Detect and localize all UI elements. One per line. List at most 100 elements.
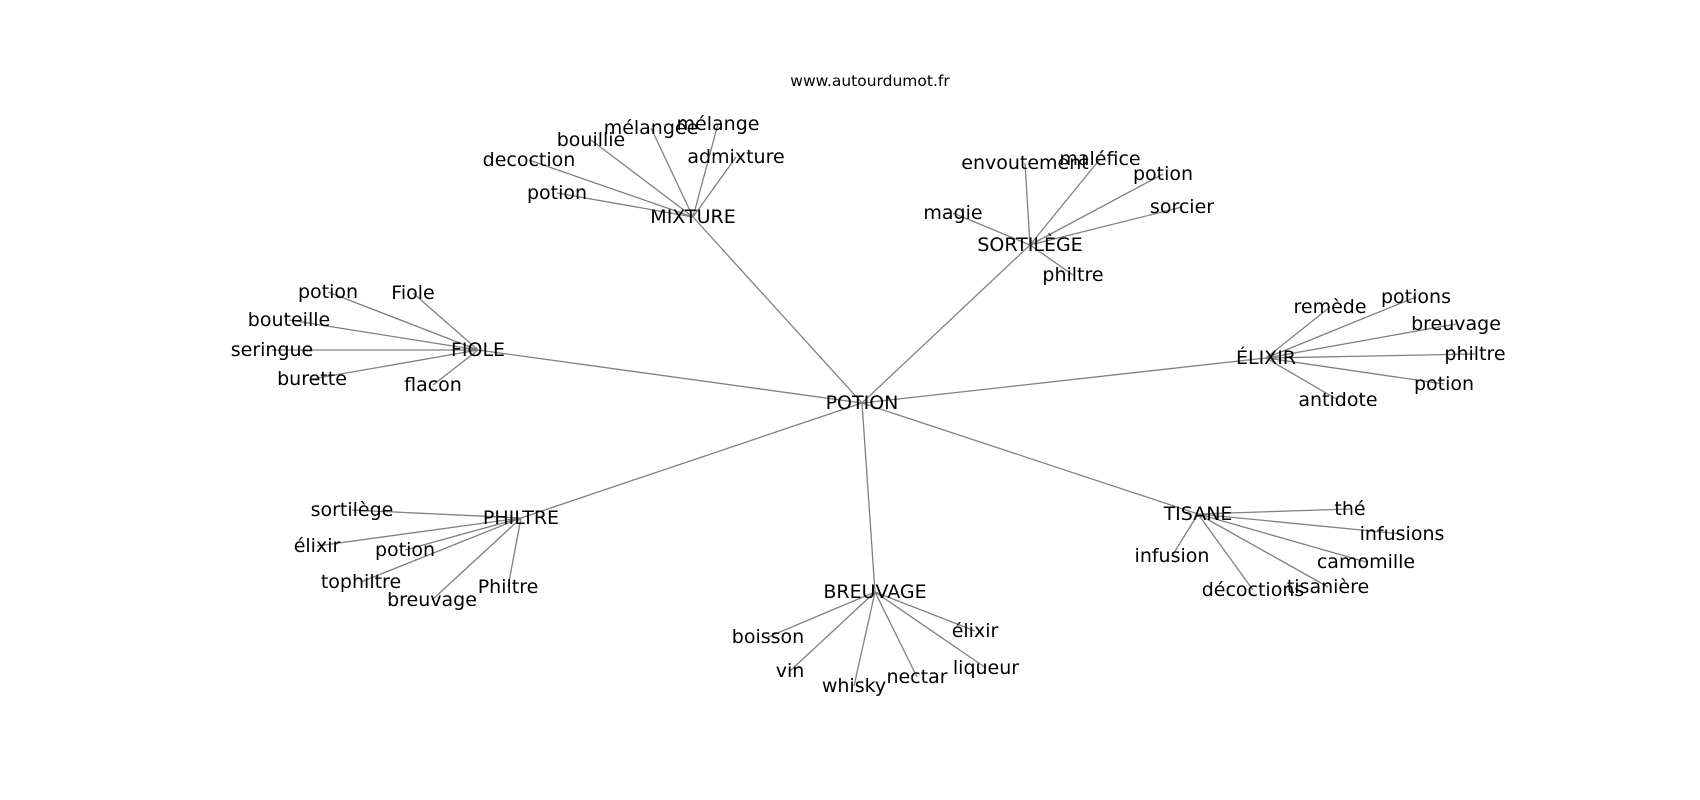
node-center-potion[interactable]: POTION	[826, 392, 899, 414]
leaf-tisane-the[interactable]: thé	[1334, 498, 1365, 520]
leaf-philtre-potion[interactable]: potion	[375, 539, 435, 561]
edge-breuvage-nectar	[874, 591, 918, 678]
leaf-mixture-bouillie[interactable]: bouillie	[557, 129, 626, 151]
leaf-tisane-tisaniere[interactable]: tisanière	[1287, 576, 1369, 598]
edge-potion-breuvage	[861, 402, 876, 593]
edge-elixir-breuvage	[1265, 323, 1457, 359]
edge-tisane-camomille	[1197, 513, 1367, 563]
edge-mixture-admixture	[692, 156, 737, 218]
edge-mixture-potion	[556, 192, 694, 218]
node-tisane[interactable]: TISANE	[1163, 503, 1233, 525]
edge-potion-philtre	[520, 402, 863, 519]
edge-elixir-potion	[1265, 357, 1445, 385]
leaf-mixture-potion[interactable]: potion	[527, 182, 587, 204]
edge-sortilege-malefice	[1029, 158, 1101, 246]
leaf-mixture-decoction[interactable]: decoction	[483, 149, 576, 171]
edge-breuvage-boisson	[767, 591, 876, 638]
leaf-fiole-bouteille[interactable]: bouteille	[248, 309, 330, 331]
node-elixir[interactable]: ÉLIXIR	[1236, 346, 1296, 369]
edge-elixir-potions	[1265, 296, 1417, 359]
edge-tisane-decoctions	[1197, 513, 1254, 591]
leaf-elixir-potions[interactable]: potions	[1381, 286, 1451, 308]
edge-potion-fiole	[477, 349, 863, 404]
edge-sortilege-potion	[1029, 173, 1164, 246]
leaf-mixture-melangee[interactable]: mélangée	[604, 117, 699, 139]
leaf-philtre-philtre2[interactable]: Philtre	[478, 576, 539, 598]
leaf-breuvage-liqueur[interactable]: liqueur	[953, 657, 1019, 679]
node-breuvage[interactable]: BREUVAGE	[823, 581, 926, 603]
leaf-sortilege-envoutement[interactable]: envoutement	[961, 152, 1088, 174]
edges-layer	[272, 123, 1476, 687]
leaf-philtre-breuvage[interactable]: breuvage	[387, 589, 477, 611]
leaf-tisane-camomille[interactable]: camomille	[1317, 551, 1415, 573]
leaf-breuvage-boisson[interactable]: boisson	[732, 626, 804, 648]
edge-philtre-philtre2	[507, 517, 522, 588]
leaf-elixir-philtre[interactable]: philtre	[1444, 343, 1505, 365]
leaf-elixir-breuvage[interactable]: breuvage	[1411, 313, 1501, 335]
leaf-tisane-infusion[interactable]: infusion	[1135, 545, 1210, 567]
leaf-sortilege-sorcier[interactable]: sorcier	[1150, 196, 1214, 218]
leaf-fiole-seringue[interactable]: seringue	[231, 339, 314, 361]
edge-potion-sortilege	[861, 244, 1031, 404]
edge-philtre-tophiltre	[360, 517, 522, 583]
edge-tisane-infusions	[1197, 513, 1403, 535]
edge-potion-elixir	[861, 357, 1267, 404]
leaf-breuvage-elixir[interactable]: élixir	[952, 620, 999, 642]
edge-breuvage-liqueur	[874, 591, 987, 669]
site-watermark: www.autourdumot.fr	[790, 72, 950, 90]
edge-fiole-potion	[327, 291, 479, 351]
leaf-breuvage-nectar[interactable]: nectar	[886, 666, 947, 688]
edge-philtre-sortilege	[351, 509, 522, 519]
leaf-fiole-burette[interactable]: burette	[277, 368, 347, 390]
leaf-tisane-decoctions[interactable]: décoctions	[1202, 579, 1305, 601]
edge-mixture-melangee	[650, 127, 694, 218]
edge-breuvage-vin	[789, 591, 876, 672]
edge-sortilege-philtre	[1029, 244, 1074, 276]
edge-philtre-elixir	[316, 517, 522, 547]
edge-elixir-philtre	[1265, 353, 1476, 359]
edge-philtre-breuvage	[431, 517, 522, 601]
node-mixture[interactable]: MIXTURE	[650, 206, 735, 228]
leaf-sortilege-philtre[interactable]: philtre	[1042, 264, 1103, 286]
edge-mixture-bouillie	[590, 139, 694, 218]
edge-breuvage-elixir	[874, 591, 976, 632]
edge-breuvage-whisky	[853, 591, 876, 687]
leaf-breuvage-vin[interactable]: vin	[776, 660, 805, 682]
leaf-tisane-infusions[interactable]: infusions	[1360, 523, 1445, 545]
node-sortilege[interactable]: SORTILÈGE	[977, 233, 1082, 256]
node-philtre[interactable]: PHILTRE	[483, 507, 559, 529]
edge-fiole-burette	[311, 349, 479, 380]
leaf-sortilege-magie[interactable]: magie	[923, 202, 982, 224]
edge-fiole-bouteille	[288, 319, 479, 351]
edge-sortilege-envoutement	[1024, 162, 1031, 246]
edge-fiole-flacon	[432, 349, 479, 386]
leaf-mixture-melange[interactable]: mélange	[677, 113, 760, 135]
node-fiole[interactable]: FIOLE	[451, 339, 505, 361]
edge-sortilege-magie	[952, 212, 1031, 246]
leaf-philtre-tophiltre[interactable]: tophiltre	[321, 571, 401, 593]
leaf-mixture-admixture[interactable]: admixture	[687, 146, 784, 168]
edge-fiole-fiole2	[412, 292, 479, 351]
leaf-philtre-elixir[interactable]: élixir	[294, 535, 341, 557]
leaf-fiole-flacon[interactable]: flacon	[404, 374, 462, 396]
leaf-philtre-sortilege[interactable]: sortilège	[311, 499, 394, 521]
edge-philtre-potion	[404, 517, 522, 551]
edge-elixir-antidote	[1265, 357, 1339, 401]
edge-tisane-tisaniere	[1197, 513, 1329, 588]
leaf-sortilege-malefice[interactable]: maléfice	[1059, 148, 1140, 170]
edge-mixture-melange	[692, 123, 719, 218]
leaf-elixir-antidote[interactable]: antidote	[1298, 389, 1377, 411]
edge-tisane-infusion	[1171, 513, 1199, 557]
leaf-sortilege-potion[interactable]: potion	[1133, 163, 1193, 185]
edge-potion-tisane	[861, 402, 1199, 515]
edge-potion-mixture	[692, 216, 863, 404]
leaf-breuvage-whisky[interactable]: whisky	[822, 675, 886, 697]
leaf-elixir-remede[interactable]: remède	[1293, 296, 1366, 318]
leaf-elixir-potion[interactable]: potion	[1414, 373, 1474, 395]
edge-tisane-the	[1197, 508, 1351, 515]
leaf-fiole-potion[interactable]: potion	[298, 281, 358, 303]
edge-elixir-remede	[1265, 306, 1331, 359]
leaf-fiole-fiole2[interactable]: Fiole	[391, 282, 434, 304]
